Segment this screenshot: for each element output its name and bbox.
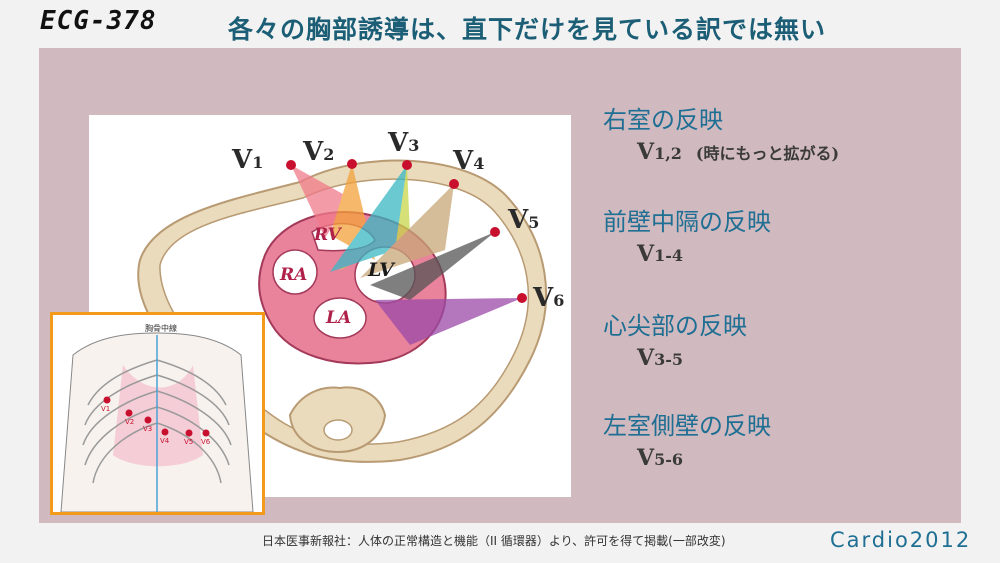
inset-label-v4: V4 bbox=[160, 437, 170, 445]
finding-title: 前壁中隔の反映 bbox=[603, 208, 771, 236]
inset-label-v5: V5 bbox=[184, 438, 193, 446]
lead-label-v2: V2 bbox=[302, 137, 334, 167]
lead-label-v1: V1 bbox=[231, 145, 263, 175]
finding-leads: V5-6 bbox=[637, 445, 683, 471]
finding-leads: V3-5 bbox=[637, 345, 683, 371]
electrode-v4 bbox=[449, 179, 459, 189]
finding-title: 心尖部の反映 bbox=[603, 312, 747, 340]
lead-cones bbox=[291, 164, 522, 345]
electrode-v5 bbox=[490, 227, 500, 237]
finding-lateral-wall: 左室側壁の反映 V5-6 bbox=[603, 406, 771, 471]
finding-note: (時にもっと拡がる) bbox=[695, 144, 840, 163]
right-atrium bbox=[272, 249, 318, 295]
finding-title: 右室の反映 bbox=[603, 106, 723, 134]
chamber-label-ra: RA bbox=[279, 265, 307, 285]
finding-leads: V1-4 bbox=[637, 241, 683, 267]
electrode-v1 bbox=[286, 160, 296, 170]
torso-inset: 胸骨中線 V1 V2 V3 V4 V5 V6 bbox=[50, 312, 265, 515]
brand-logo: Cardio2012 bbox=[830, 528, 972, 552]
electrode-v6 bbox=[517, 293, 527, 303]
lead-label-v3: V3 bbox=[387, 128, 419, 158]
finding-apex: 心尖部の反映 V3-5 bbox=[603, 306, 747, 371]
lead-label-v4: V4 bbox=[452, 146, 484, 176]
cone-v3b bbox=[330, 165, 407, 272]
cone-v6 bbox=[375, 298, 522, 345]
inset-label-v1: V1 bbox=[101, 405, 110, 413]
chamber-label-la: LA bbox=[325, 308, 351, 328]
slide-title: 各々の胸部誘導は、直下だけを見ている訳では無い bbox=[228, 15, 827, 44]
slide-id: ECG-378 bbox=[40, 6, 157, 36]
finding-title: 左室側壁の反映 bbox=[603, 412, 771, 440]
electrode-v3 bbox=[402, 160, 412, 170]
inset-label-v6: V6 bbox=[201, 438, 211, 446]
lead-label-v5: V5 bbox=[507, 205, 539, 235]
inset-label-v2: V2 bbox=[125, 418, 134, 426]
source-caption: 日本医事新報社：人体の正常構造と機能（II 循環器）より、許可を得て掲載(一部改… bbox=[262, 534, 726, 548]
cone-v4 bbox=[360, 184, 454, 278]
finding-anteroseptal: 前壁中隔の反映 V1-4 bbox=[603, 202, 771, 267]
lead-label-v6: V6 bbox=[532, 283, 564, 313]
chamber-label-lv: LV bbox=[367, 259, 396, 281]
finding-leads: V1,2(時にもっと拡がる) bbox=[637, 139, 840, 165]
finding-right-ventricle: 右室の反映 V1,2(時にもっと拡がる) bbox=[603, 100, 839, 165]
midline-label: 胸骨中線 bbox=[145, 323, 177, 333]
left-atrium bbox=[313, 297, 367, 339]
inset-electrodes bbox=[103, 396, 210, 437]
inset-label-v3: V3 bbox=[143, 425, 152, 433]
chamber-label-rv: RV bbox=[313, 225, 343, 245]
torso-figure: 胸骨中線 V1 V2 V3 V4 V5 V6 bbox=[60, 323, 254, 512]
cone-v5 bbox=[370, 232, 495, 300]
electrode-v2 bbox=[347, 159, 357, 169]
